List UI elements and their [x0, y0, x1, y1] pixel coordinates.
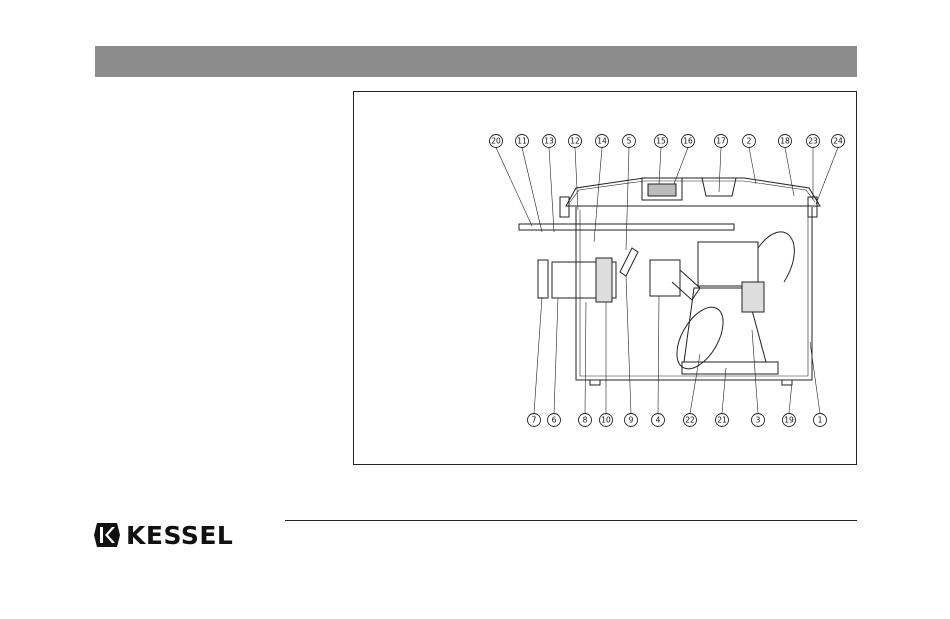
callout-number: 4	[656, 416, 661, 425]
callout-number: 11	[517, 137, 527, 146]
leader-line	[626, 276, 631, 414]
bottom-callout-4: 4	[652, 414, 665, 427]
technical-drawing: 20 11 13 12 14 5 15 16 17 2 18 23 24 7 6 8 10 9 4 22 21 3 19 1	[354, 92, 856, 464]
leader-line	[816, 148, 838, 205]
tank-lid	[566, 178, 820, 206]
bottom-callout-9: 9	[625, 414, 638, 427]
top-callout-13: 13	[543, 135, 556, 148]
pump-base	[682, 362, 778, 374]
top-callout-15: 15	[655, 135, 668, 148]
top-callout-20: 20	[490, 135, 503, 148]
callout-number: 1	[818, 416, 823, 425]
bottom-callout-10: 10	[600, 414, 613, 427]
bottom-callout-19: 19	[783, 414, 796, 427]
leader-line	[585, 302, 586, 414]
bottom-callout-6: 6	[548, 414, 561, 427]
callout-number: 10	[601, 416, 611, 425]
pump-bracket	[742, 282, 764, 312]
leader-line	[674, 148, 688, 185]
inlet-flange	[538, 260, 548, 298]
tank-inner-wall	[580, 210, 808, 376]
leader-line	[719, 148, 721, 193]
callout-number: 16	[683, 137, 693, 146]
leader-line	[789, 382, 792, 414]
lid-clamp-left	[560, 197, 569, 217]
top-callout-12: 12	[569, 135, 582, 148]
bottom-callout-1: 1	[814, 414, 827, 427]
pump-motor	[698, 242, 758, 286]
top-callout-14: 14	[596, 135, 609, 148]
kessel-k-mark-icon	[94, 521, 120, 549]
top-callout-24: 24	[832, 135, 845, 148]
leader-line	[575, 148, 578, 211]
callout-number: 3	[756, 416, 761, 425]
callout-number: 22	[685, 416, 695, 425]
leader-line	[658, 296, 659, 414]
leader-line	[690, 354, 700, 414]
tank-drawing	[519, 178, 820, 385]
leader-line	[626, 148, 629, 251]
callout-number: 21	[717, 416, 727, 425]
leader-line	[496, 148, 532, 227]
leader-line	[534, 297, 542, 414]
leader-line	[594, 148, 602, 243]
bottom-callout-21: 21	[716, 414, 729, 427]
leader-line	[522, 148, 542, 233]
callout-number: 24	[833, 137, 843, 146]
callout-number: 9	[629, 416, 634, 425]
backflow-flap	[596, 258, 612, 302]
callout-number: 18	[780, 137, 790, 146]
top-callout-11: 11	[516, 135, 529, 148]
callout-number: 5	[627, 137, 632, 146]
bottom-callout-7: 7	[528, 414, 541, 427]
logo-wordmark: KESSEL	[126, 523, 233, 548]
tank-foot-left	[590, 380, 600, 385]
leader-line	[554, 298, 558, 414]
callout-number: 7	[532, 416, 537, 425]
bottom-callout-22: 22	[684, 414, 697, 427]
callout-number: 13	[544, 137, 554, 146]
callout-number: 17	[716, 137, 726, 146]
float-arm	[620, 248, 638, 276]
leader-line	[659, 148, 661, 185]
callout-number: 6	[552, 416, 557, 425]
technical-drawing-frame: 20 11 13 12 14 5 15 16 17 2 18 23 24 7 6 8 10 9 4 22 21 3 19 1	[353, 91, 857, 465]
callout-number: 2	[747, 137, 752, 146]
leader-line	[549, 148, 554, 233]
top-callout-5: 5	[623, 135, 636, 148]
tank-lid-inner	[570, 181, 815, 202]
bottom-callout-3: 3	[752, 414, 765, 427]
top-callout-17: 17	[715, 135, 728, 148]
callout-number: 15	[656, 137, 666, 146]
top-callout-23: 23	[807, 135, 820, 148]
bottom-callout-row: 7 6 8 10 9 4 22 21 3 19 1	[528, 414, 827, 427]
top-callout-18: 18	[779, 135, 792, 148]
leader-line	[785, 148, 794, 197]
bottom-callout-8: 8	[579, 414, 592, 427]
pressure-pipe-connector	[650, 260, 680, 296]
footer-divider	[285, 520, 857, 521]
pump-cable	[758, 232, 794, 282]
callout-number: 23	[808, 137, 818, 146]
header-bar	[95, 46, 857, 77]
callout-number: 19	[784, 416, 794, 425]
top-callout-16: 16	[682, 135, 695, 148]
callout-number: 20	[491, 137, 501, 146]
leader-line	[752, 330, 758, 414]
kessel-logo: KESSEL	[94, 519, 233, 551]
callout-number: 12	[570, 137, 580, 146]
callout-number: 8	[583, 416, 588, 425]
tank-foot-right	[782, 380, 792, 385]
leader-line	[722, 368, 726, 414]
top-callout-row: 20 11 13 12 14 5 15 16 17 2 18 23 24	[490, 135, 845, 148]
top-callout-2: 2	[743, 135, 756, 148]
callout-number: 14	[597, 137, 607, 146]
filter-element	[648, 184, 676, 196]
float-body	[667, 300, 732, 377]
